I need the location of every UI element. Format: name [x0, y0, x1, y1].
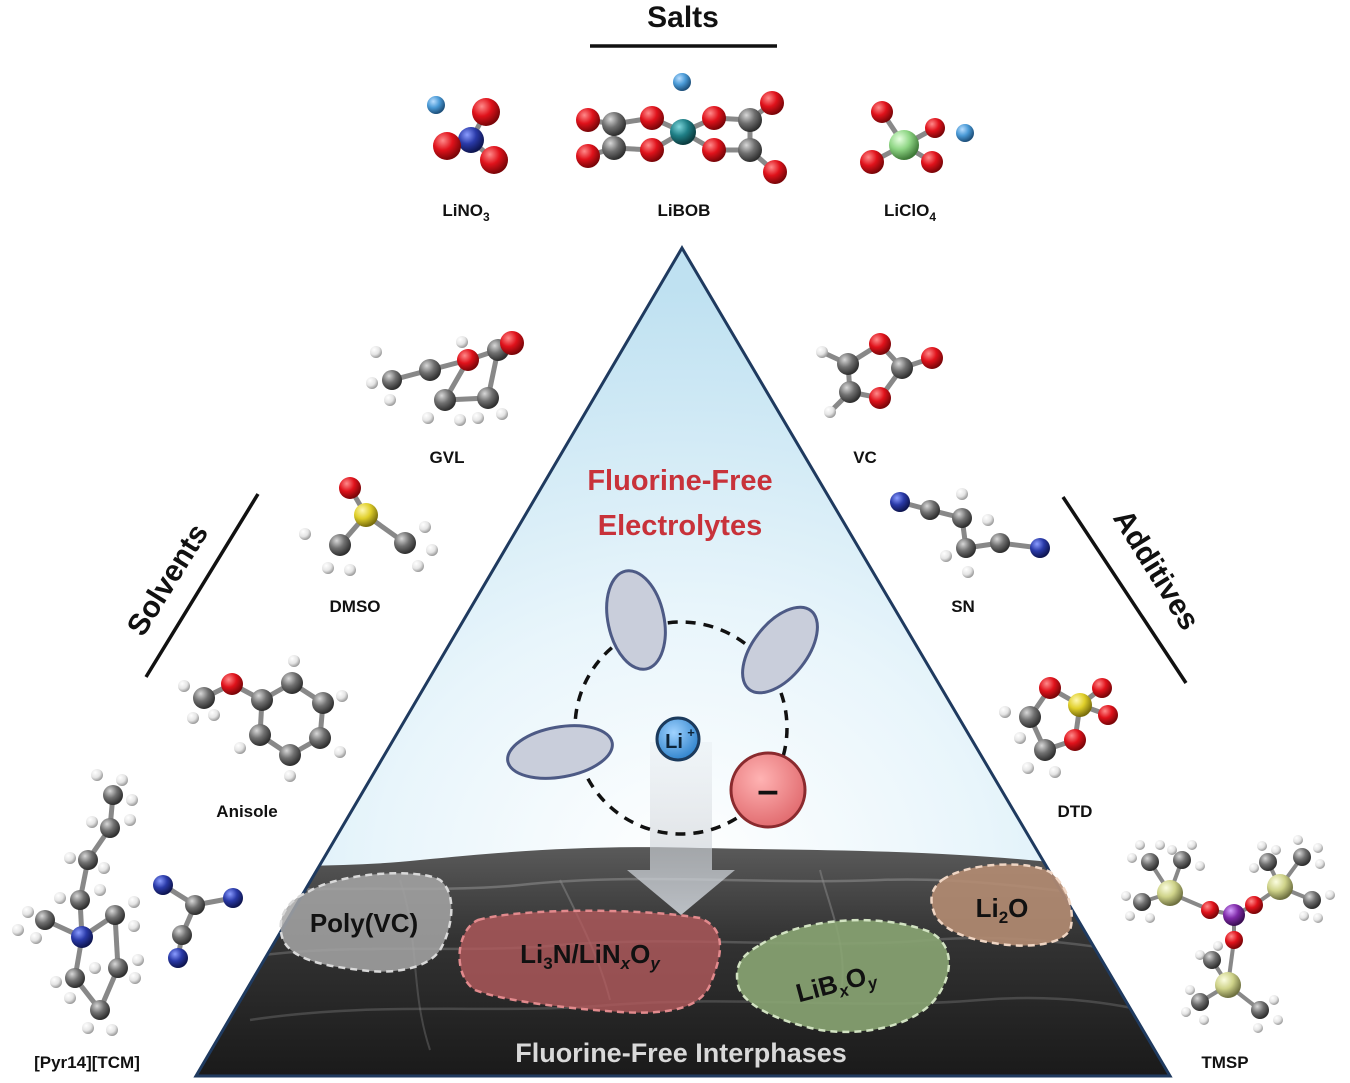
solvation-shell: Li + –: [506, 569, 819, 915]
salts-title: Salts: [647, 1, 719, 34]
phase-polyvc-label: Poly(VC): [310, 908, 418, 938]
libob-label: LiBOB: [658, 201, 711, 220]
molecule-dtd: DTD: [999, 677, 1118, 821]
gvl-label: GVL: [430, 448, 465, 467]
deposition-arrow: [627, 742, 735, 915]
anion: [729, 751, 807, 829]
molecule-tmsp: TMSP: [1121, 835, 1335, 1072]
molecule-liclo4: LiClO4: [860, 101, 974, 224]
solvents-category: Solvents: [121, 493, 260, 678]
pyr14-tcm-label: [Pyr14][TCM]: [34, 1053, 140, 1072]
additives-category: Additives: [1061, 496, 1206, 684]
liclo4-label: LiClO4: [884, 201, 936, 224]
phase-libxoy: LiBxOy: [735, 918, 951, 1034]
phase-li3n: Li3N/LiNxOy: [458, 909, 722, 1014]
lino3-label: LiNO3: [442, 201, 490, 224]
molecule-libob: LiBOB: [576, 73, 787, 220]
additives-title: Additives: [1106, 504, 1206, 636]
lithium-cation: [655, 716, 701, 762]
tmsp-label: TMSP: [1201, 1053, 1248, 1072]
phase-li2o: Li2O: [930, 863, 1074, 947]
molecule-pyr14-tcm: [Pyr14][TCM]: [12, 769, 243, 1072]
center-title-line2: Electrolytes: [598, 510, 762, 542]
dtd-label: DTD: [1058, 802, 1093, 821]
vc-label: VC: [853, 448, 877, 467]
salts-category: Salts: [590, 1, 777, 48]
molecule-gvl: GVL: [366, 331, 524, 467]
solvent-molecule-3: [506, 724, 614, 780]
anion-charge: –: [757, 770, 778, 812]
molecule-anisole: Anisole: [178, 655, 348, 821]
interphase-phases: Poly(VC) Li3N/LiNxOy LiBxOy Li2O: [279, 863, 1074, 1034]
solvents-title: Solvents: [121, 518, 215, 642]
interphase-title: Fluorine-Free Interphases: [515, 1038, 847, 1068]
molecule-sn: SN: [890, 488, 1050, 616]
dmso-label: DMSO: [330, 597, 381, 616]
center-title-line1: Fluorine-Free: [587, 465, 772, 497]
phase-polyvc: Poly(VC): [279, 872, 453, 973]
solvent-molecule-2: [741, 605, 819, 695]
phase-li2o-label: Li2O: [976, 893, 1029, 927]
molecule-vc: VC: [816, 333, 943, 467]
molecule-lino3: LiNO3: [427, 96, 508, 224]
additives-divider: [1061, 496, 1188, 684]
phase-li3n-label: Li3N/LiNxOy: [520, 939, 661, 973]
solvent-molecule-1: [605, 569, 667, 671]
solvents-divider: [144, 493, 260, 678]
lithium-cation-label: Li: [665, 731, 683, 753]
lithium-cation-charge: +: [687, 725, 695, 740]
molecule-dmso: DMSO: [299, 477, 438, 616]
anisole-label: Anisole: [216, 802, 277, 821]
sn-label: SN: [951, 597, 975, 616]
